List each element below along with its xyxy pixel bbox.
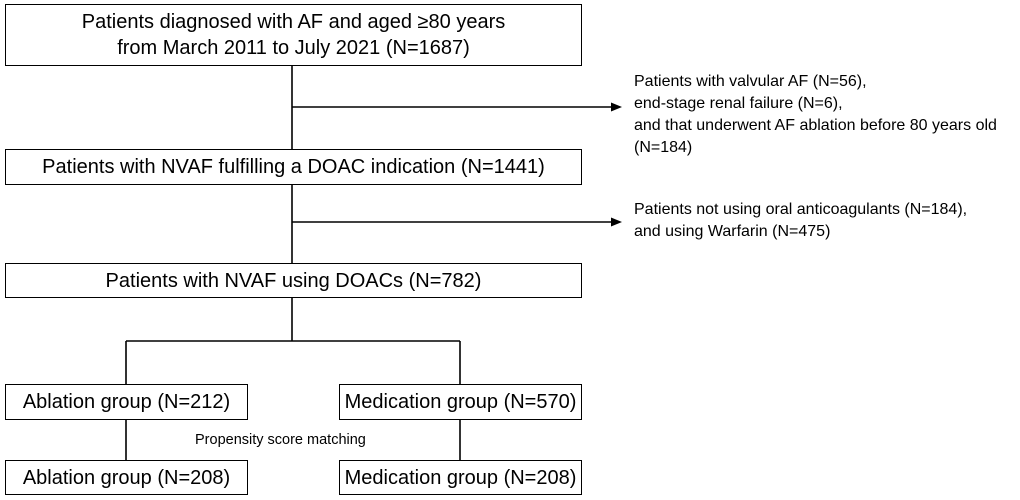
exclusion-note-1-line3: and that underwent AF ablation before 80…	[634, 117, 997, 134]
group-box-ablation-matched-label: Ablation group (N=208)	[22, 466, 231, 489]
exclusion-note-2-line2: and using Warfarin (N=475)	[634, 223, 831, 240]
exclusion-note-1-line1: Patients with valvular AF (N=56),	[634, 73, 867, 90]
group-box-ablation: Ablation group (N=212)	[5, 384, 248, 420]
exclusion-note-2: Patients not using oral anticoagulants (…	[634, 199, 967, 243]
cohort-box-doac: Patients with NVAF using DOACs (N=782)	[5, 263, 582, 298]
group-box-ablation-matched: Ablation group (N=208)	[5, 460, 248, 495]
group-box-medication-matched-label: Medication group (N=208)	[344, 466, 577, 489]
group-box-ablation-label: Ablation group (N=212)	[22, 391, 231, 413]
group-box-medication: Medication group (N=570)	[339, 384, 582, 420]
cohort-box-all-patients-line1: Patients diagnosed with AF and aged ≥80 …	[81, 11, 506, 33]
cohort-box-all-patients: Patients diagnosed with AF and aged ≥80 …	[5, 4, 582, 66]
cohort-box-nvaf: Patients with NVAF fulfilling a DOAC ind…	[5, 149, 582, 185]
arrowhead-exclusion-2	[611, 217, 622, 227]
exclusion-note-2-line1: Patients not using oral anticoagulants (…	[634, 201, 968, 218]
group-box-medication-label: Medication group (N=570)	[344, 391, 577, 413]
propensity-score-matching-label: Propensity score matching	[195, 432, 366, 448]
cohort-box-all-patients-line2: from March 2011 to July 2021 (N=1687)	[117, 37, 470, 59]
arrowhead-exclusion-1	[611, 102, 622, 112]
exclusion-note-1-line4: (N=184)	[634, 139, 693, 156]
cohort-box-nvaf-label: Patients with NVAF fulfilling a DOAC ind…	[42, 156, 545, 178]
group-box-medication-matched: Medication group (N=208)	[339, 460, 582, 495]
exclusion-note-1-line2: end-stage renal failure (N=6),	[634, 95, 843, 112]
cohort-box-doac-label: Patients with NVAF using DOACs (N=782)	[105, 269, 482, 292]
exclusion-note-1: Patients with valvular AF (N=56), end-st…	[634, 71, 997, 159]
